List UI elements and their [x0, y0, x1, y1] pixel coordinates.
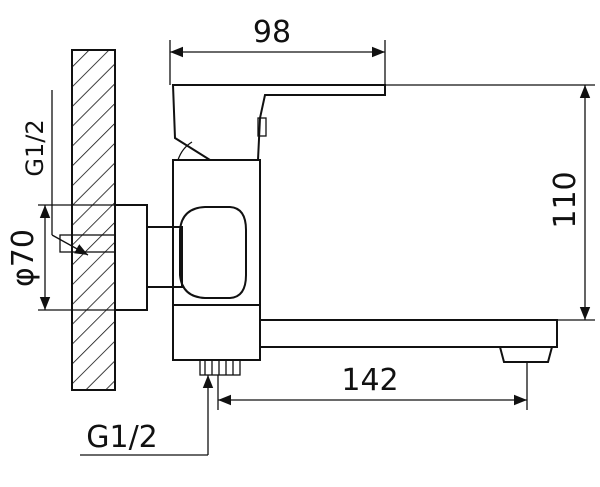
leader-g12-bottom: G1/2 — [80, 375, 214, 456]
dimension-110-label: 110 — [548, 171, 583, 228]
bottom-thread — [199, 359, 241, 376]
thread-side-label: G1/2 — [21, 119, 49, 176]
faucet-body — [172, 159, 261, 361]
dimension-98-label: 98 — [253, 15, 291, 50]
leader-g12-side: G1/2 — [21, 90, 89, 256]
dimension-142: 142 — [217, 362, 528, 410]
wall-flange — [114, 204, 148, 311]
dimension-110: 110 — [385, 84, 595, 321]
handle-lever — [171, 84, 386, 161]
dimension-phi70-label: φ70 — [6, 229, 41, 287]
dimension-phi70: φ70 — [6, 204, 115, 311]
dimension-142-label: 142 — [341, 363, 398, 398]
wall-section — [71, 49, 116, 391]
dimension-98: 98 — [169, 15, 386, 85]
thread-bottom-label: G1/2 — [86, 420, 158, 455]
spout — [259, 319, 558, 363]
connector-nut — [146, 226, 183, 288]
